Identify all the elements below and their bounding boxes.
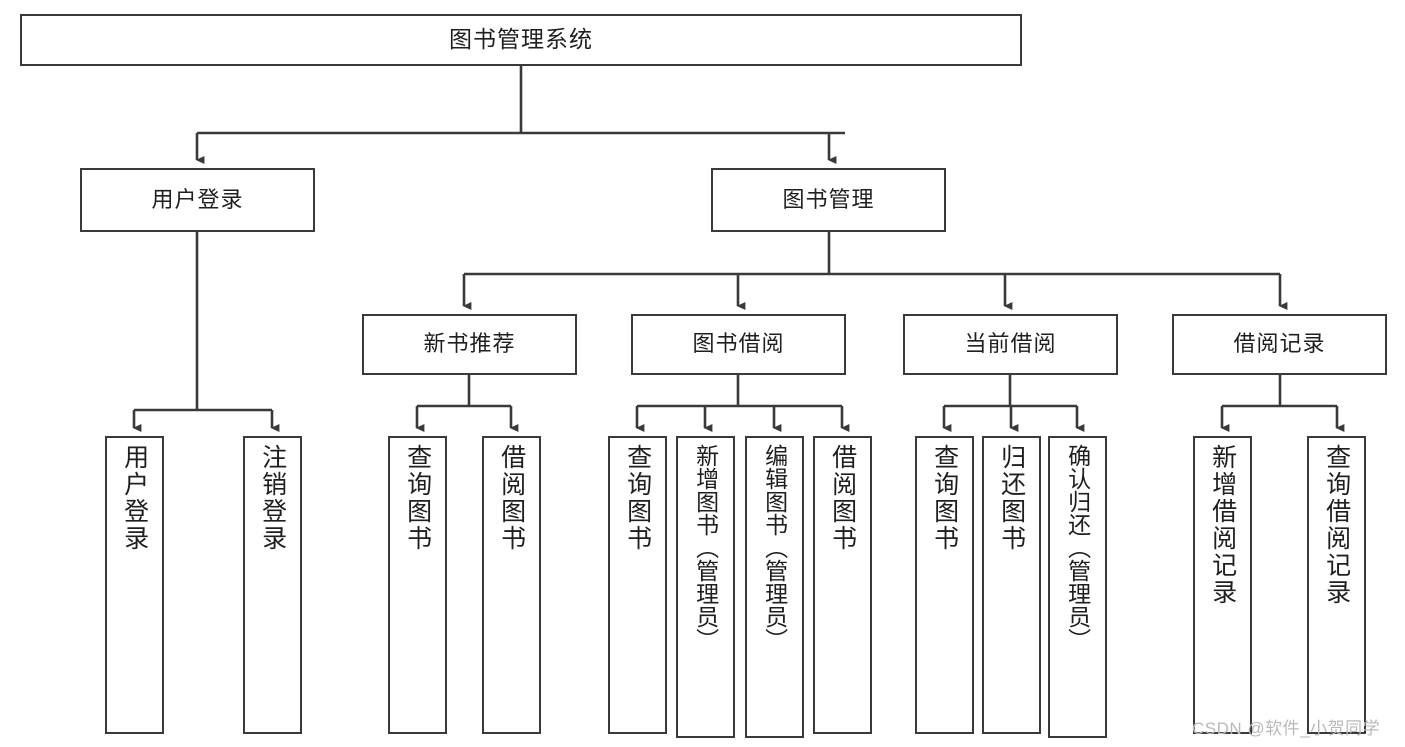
node-label: 图书借阅: [692, 331, 785, 357]
node-book-management[interactable]: 图书管理: [711, 168, 946, 232]
node-label: 注销登录: [258, 444, 287, 552]
node-new-book-recommend[interactable]: 新书推荐: [362, 314, 577, 375]
node-label: 借阅图书: [497, 444, 526, 552]
leaf-record-query-record[interactable]: 查询借阅记录: [1307, 436, 1366, 734]
leaf-user-login-signout[interactable]: 注销登录: [243, 436, 302, 734]
node-label: 新增图书（管理员）: [692, 444, 719, 651]
leaf-borrow-borrow-book[interactable]: 借阅图书: [813, 436, 872, 734]
leaf-recommend-borrow-book[interactable]: 借阅图书: [482, 436, 541, 734]
node-label: 查询图书: [623, 444, 652, 552]
node-label: 查询借阅记录: [1322, 444, 1351, 606]
node-label: 用户登录: [120, 444, 149, 552]
leaf-current-query-book[interactable]: 查询图书: [915, 436, 974, 734]
node-user-login[interactable]: 用户登录: [80, 168, 315, 232]
node-label: 用户登录: [151, 186, 244, 212]
node-current-borrow[interactable]: 当前借阅: [903, 314, 1118, 375]
leaf-borrow-edit-book-admin[interactable]: 编辑图书（管理员）: [745, 436, 804, 738]
node-label: 借阅图书: [828, 444, 857, 552]
node-label: 确认归还（管理员）: [1064, 444, 1091, 651]
leaf-user-login-signin[interactable]: 用户登录: [105, 436, 164, 734]
node-root-system[interactable]: 图书管理系统: [20, 14, 1022, 66]
node-label: 图书管理系统: [449, 26, 593, 53]
node-label: 当前借阅: [964, 331, 1057, 357]
node-label: 查询图书: [930, 444, 959, 552]
node-label: 编辑图书（管理员）: [761, 444, 788, 651]
node-borrow-record[interactable]: 借阅记录: [1172, 314, 1387, 375]
node-label: 借阅记录: [1233, 331, 1326, 357]
leaf-current-return-book[interactable]: 归还图书: [982, 436, 1041, 734]
node-label: 新书推荐: [423, 331, 516, 357]
leaf-record-add-record[interactable]: 新增借阅记录: [1193, 436, 1252, 734]
leaf-borrow-query-book[interactable]: 查询图书: [608, 436, 667, 734]
leaf-recommend-query-book[interactable]: 查询图书: [388, 436, 447, 734]
node-label: 查询图书: [403, 444, 432, 552]
leaf-current-confirm-return-admin[interactable]: 确认归还（管理员）: [1048, 436, 1107, 738]
node-label: 新增借阅记录: [1208, 444, 1237, 606]
leaf-borrow-add-book-admin[interactable]: 新增图书（管理员）: [676, 436, 735, 738]
node-label: 图书管理: [782, 186, 875, 212]
node-label: 归还图书: [997, 444, 1026, 552]
csdn-watermark: CSDN @软件_小贺同学: [1192, 719, 1381, 738]
node-book-borrow[interactable]: 图书借阅: [631, 314, 846, 375]
